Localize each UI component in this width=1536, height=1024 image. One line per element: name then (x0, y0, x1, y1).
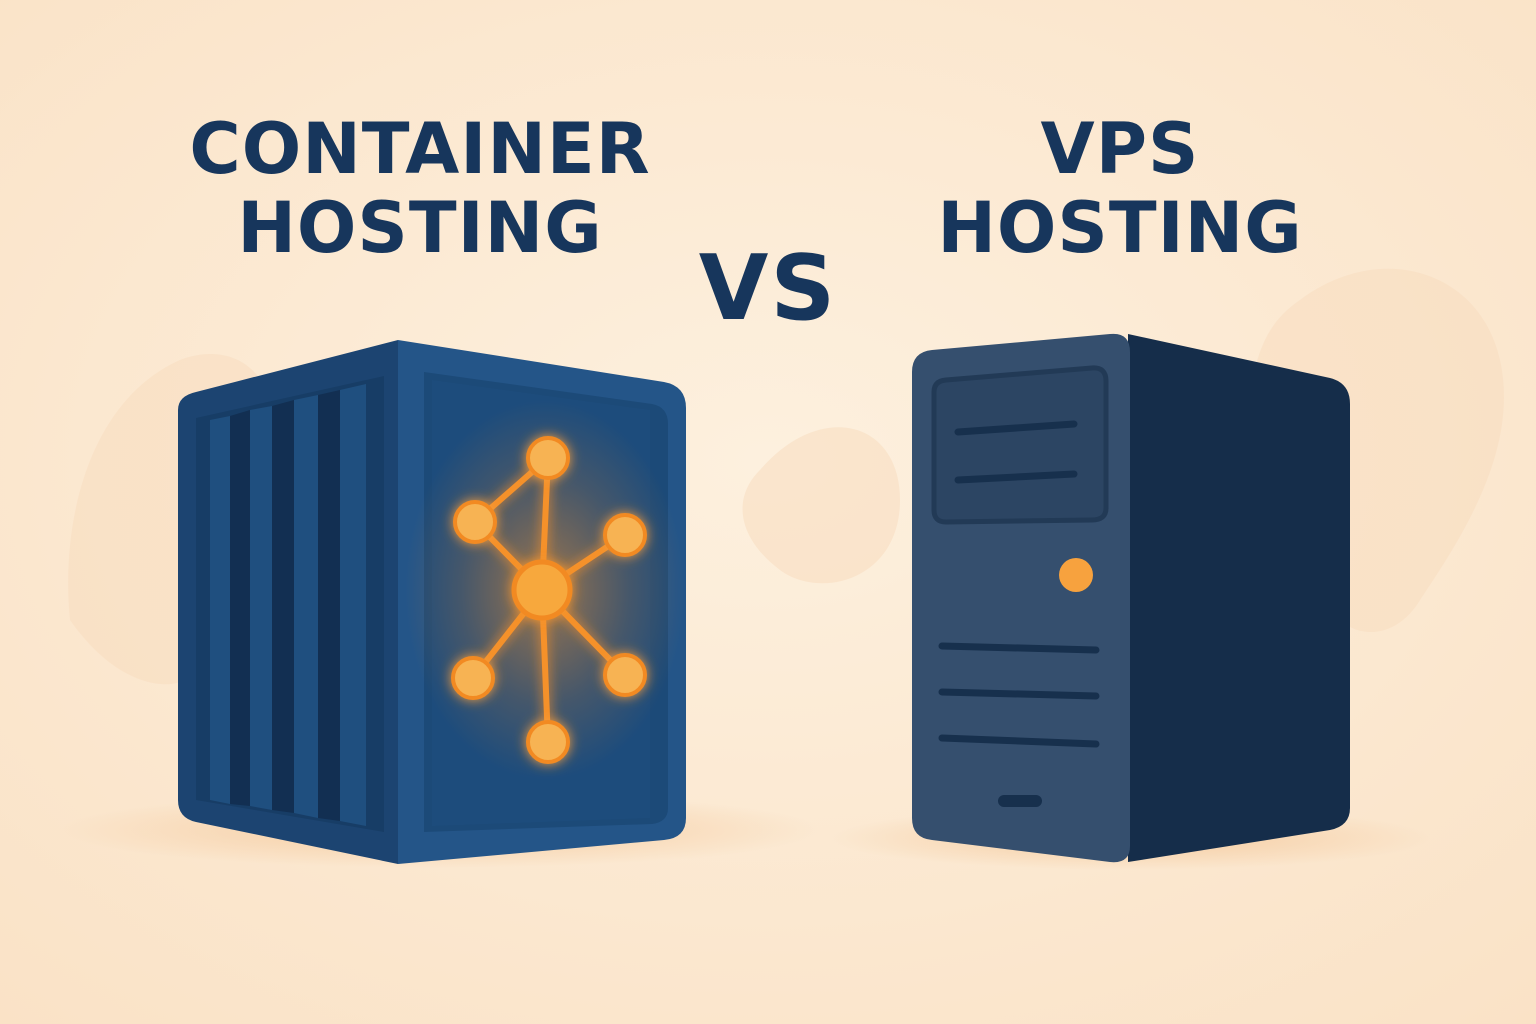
container-rib-groove (272, 400, 294, 813)
network-node (453, 500, 497, 544)
server-vent (938, 688, 1100, 700)
container-rib (250, 406, 272, 810)
server-drive-slot (954, 470, 1078, 484)
server-tower-icon (912, 333, 1350, 863)
network-node (526, 436, 570, 480)
container-ribs (210, 384, 366, 826)
container-rib-grooves (230, 390, 340, 821)
background-blob-mid (742, 427, 900, 584)
container-rib (210, 416, 230, 804)
vps-hosting-title: VPS HOSTING (830, 108, 1410, 270)
network-nodes (451, 436, 647, 764)
network-node (451, 656, 495, 700)
server-vent (938, 734, 1100, 748)
power-led-icon (1059, 558, 1093, 592)
network-diagram (451, 436, 647, 764)
server-vent (938, 642, 1100, 654)
container-rib-groove (318, 390, 340, 821)
server-drive-slots (954, 420, 1078, 484)
container-hosting-title-line1: CONTAINER (189, 108, 651, 190)
server-side-face (1128, 334, 1350, 862)
network-hub-node (511, 559, 573, 621)
network-node (526, 720, 570, 764)
network-node (603, 513, 647, 557)
server-vents (938, 642, 1100, 748)
container-hosting-title-line2: HOSTING (237, 187, 603, 270)
container-network-icon (178, 340, 686, 864)
network-node (603, 653, 647, 697)
vs-label: VS (698, 236, 838, 341)
container-rib (294, 395, 318, 818)
server-port-slot (998, 795, 1042, 807)
vps-hosting-title-line1: VPS (1040, 108, 1200, 190)
container-rib-groove (230, 410, 250, 806)
vps-hosting-title-line2: HOSTING (937, 187, 1303, 270)
container-rib (340, 384, 366, 826)
server-drive-bay (931, 365, 1109, 525)
container-hosting-title: CONTAINER HOSTING (130, 108, 710, 270)
server-drive-slot (954, 420, 1078, 436)
